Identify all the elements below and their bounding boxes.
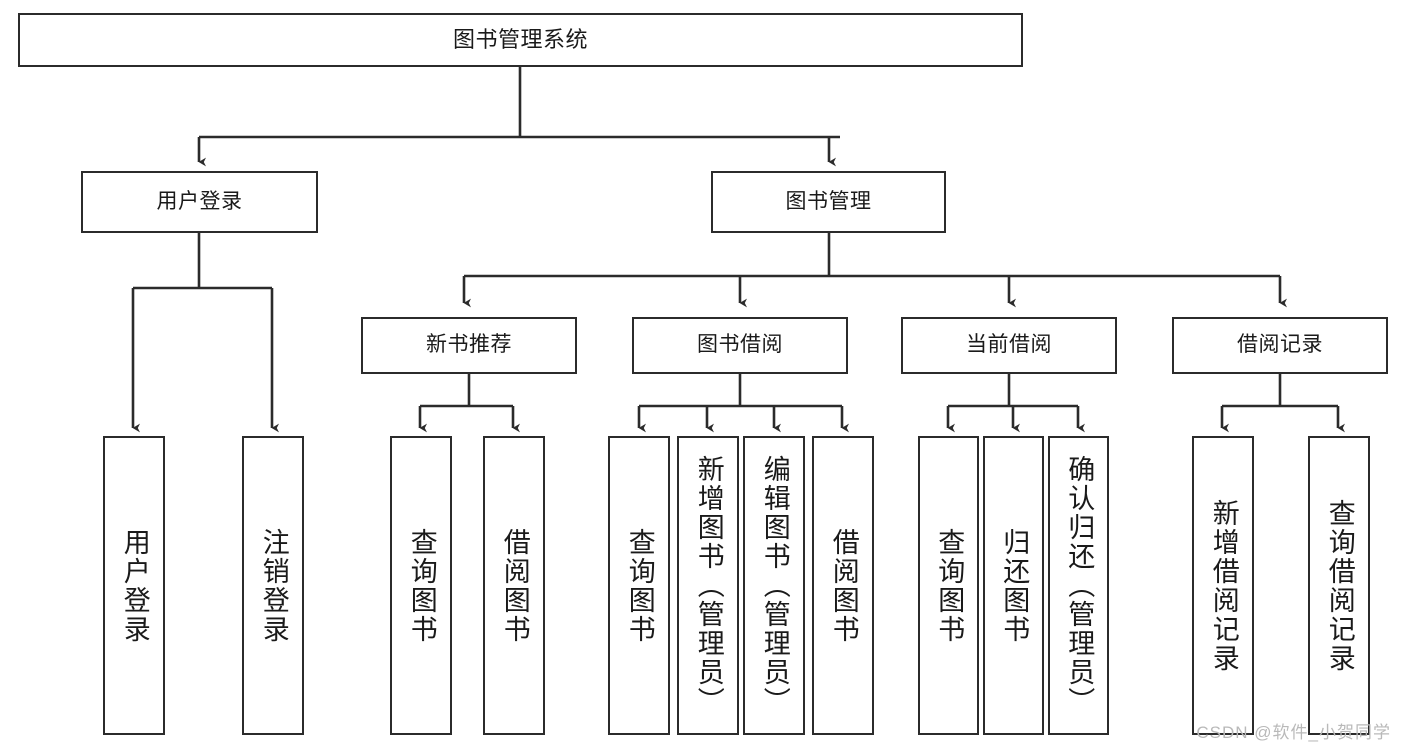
leaf-user-login[interactable]: 用户登录 [103,436,165,735]
node-label: 借阅图书 [828,527,859,644]
node-borrow-record[interactable]: 借阅记录 [1172,317,1388,374]
node-label: 新增借阅记录 [1208,498,1239,673]
node-label: 归还图书 [999,527,1030,644]
leaf-add-book[interactable]: 新增图书（管理员） [677,436,739,735]
leaf-confirm-return[interactable]: 确认归还（管理员） [1048,436,1109,735]
node-label: 新书推荐 [426,333,512,357]
node-user-login[interactable]: 用户登录 [81,171,318,233]
node-label: 图书借阅 [697,333,783,357]
leaf-query-book-current[interactable]: 查询图书 [918,436,979,735]
node-current-borrow[interactable]: 当前借阅 [901,317,1117,374]
node-label: 图书管理 [785,189,872,213]
leaf-borrow-book[interactable]: 借阅图书 [812,436,874,735]
node-book-borrow[interactable]: 图书借阅 [632,317,848,374]
node-label: 查询图书 [624,527,655,644]
node-label: 查询图书 [934,527,965,644]
node-root-book-management-system[interactable]: 图书管理系统 [18,13,1023,67]
leaf-logout[interactable]: 注销登录 [242,436,304,735]
node-label: 编辑图书（管理员） [759,455,790,716]
node-book-manage[interactable]: 图书管理 [711,171,946,233]
node-label: 图书管理系统 [452,27,588,53]
node-label: 查询借阅记录 [1324,498,1355,673]
leaf-borrow-book-new-rec[interactable]: 借阅图书 [483,436,545,735]
leaf-query-book-borrow[interactable]: 查询图书 [608,436,670,735]
node-label: 当前借阅 [966,333,1052,357]
leaf-add-borrow-record[interactable]: 新增借阅记录 [1192,436,1254,735]
leaf-return-book[interactable]: 归还图书 [983,436,1044,735]
node-label: 注销登录 [258,527,289,644]
node-label: 用户登录 [119,527,150,644]
node-new-book-rec[interactable]: 新书推荐 [361,317,577,374]
node-label: 查询图书 [406,527,437,644]
node-label: 借阅记录 [1237,333,1323,357]
node-label: 确认归还（管理员） [1064,455,1095,716]
leaf-query-borrow-record[interactable]: 查询借阅记录 [1308,436,1370,735]
leaf-edit-book[interactable]: 编辑图书（管理员） [743,436,805,735]
node-label: 用户登录 [156,189,243,213]
leaf-query-book-new-rec[interactable]: 查询图书 [390,436,452,735]
node-label: 借阅图书 [499,527,530,644]
node-label: 新增图书（管理员） [693,455,724,716]
